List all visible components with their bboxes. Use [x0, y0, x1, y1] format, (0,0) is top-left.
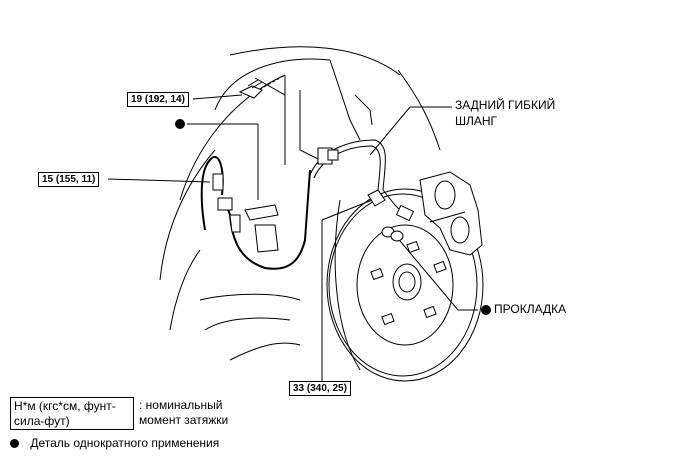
torque-description-line1: : номинальный — [139, 398, 223, 412]
single-use-dot-icon — [10, 439, 19, 449]
single-use-legend-text: Деталь однократного применения — [30, 436, 220, 450]
bolt-top-icon — [238, 79, 263, 99]
brake-caliper-icon — [419, 171, 483, 256]
leader-lines — [107, 94, 478, 382]
torque-units-line1: Н*м (кгс*см, фунт- — [14, 399, 116, 413]
rear-flex-hose-label-line1: ЗАДНИЙ ГИБКИЙ — [455, 98, 556, 112]
torque-callout-bolt-bottom: 33 (340, 25) — [289, 381, 351, 396]
union-bolt-icon — [367, 189, 415, 222]
brake-disc-icon — [326, 188, 484, 382]
bolt-guide-line — [254, 74, 286, 140]
hose-fitting-icon — [317, 147, 339, 165]
union-nut-icon — [212, 173, 233, 211]
torque-callout-union-left: 15 (155, 11) — [38, 172, 100, 187]
hose-bracket-icon — [229, 204, 279, 253]
torque-description-line2: момент затяжки — [139, 413, 229, 427]
torque-callout-bolt-top: 19 (192, 14) — [127, 92, 189, 107]
single-use-dot-top — [175, 119, 185, 129]
torque-units-description: : номинальный момент затяжки — [139, 398, 228, 428]
torque-units-box: Н*м (кгс*см, фунт- сила-фут) — [10, 397, 134, 430]
wheel-stud-icons — [370, 240, 447, 326]
single-use-dot-gasket — [481, 305, 491, 315]
rear-flex-hose-label-line2: ШЛАНГ — [455, 114, 498, 128]
gasket-icon — [381, 226, 404, 242]
single-use-legend: Деталь однократного применения — [10, 436, 219, 451]
gasket-label: ПРОКЛАДКА — [494, 302, 567, 316]
torque-units-line2: сила-фут) — [14, 414, 70, 428]
